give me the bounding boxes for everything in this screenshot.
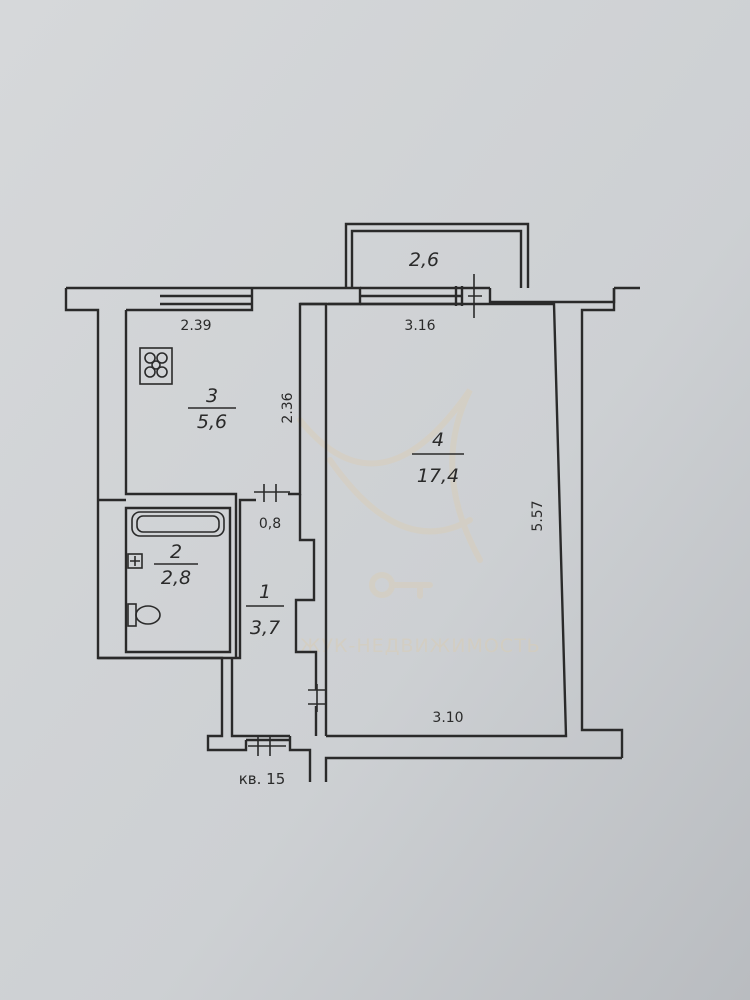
sink-icon [127, 553, 143, 569]
kitchen-width-dimension: 2.39 [180, 318, 211, 334]
room-2-label: 2 2,8 [154, 541, 198, 589]
bathtub-icon [131, 511, 225, 537]
toilet-icon [127, 603, 161, 627]
room-area: 2,8 [161, 567, 191, 589]
room-area: 17,4 [417, 465, 459, 487]
room-number: 1 [259, 581, 271, 603]
watermark-logo [297, 388, 483, 599]
room-number: 4 [432, 429, 444, 451]
balcony-area: 2,6 [409, 249, 439, 271]
apartment-label: кв. 15 [239, 770, 286, 788]
room-area: 3,7 [250, 617, 280, 639]
door-width-dimension: 0,8 [259, 516, 281, 532]
room-3-label: 3 5,6 [188, 385, 236, 433]
room-depth-dimension: 5.57 [530, 500, 546, 531]
walls [64, 222, 640, 782]
stove-icon [139, 347, 173, 385]
room-width-bottom-dimension: 3.10 [432, 710, 463, 726]
door-marks [248, 274, 482, 756]
kitchen-depth-dimension: 2.36 [280, 392, 296, 423]
room-number: 2 [170, 541, 182, 563]
room-width-top-dimension: 3.16 [404, 318, 435, 334]
room-1-label: 1 3,7 [246, 581, 284, 639]
room-area: 5,6 [197, 411, 227, 433]
room-number: 3 [206, 385, 218, 407]
room-4-label: 4 17,4 [412, 429, 464, 487]
watermark-text: ЖУК-НЕДВИЖИМОСТЬ [300, 635, 541, 657]
